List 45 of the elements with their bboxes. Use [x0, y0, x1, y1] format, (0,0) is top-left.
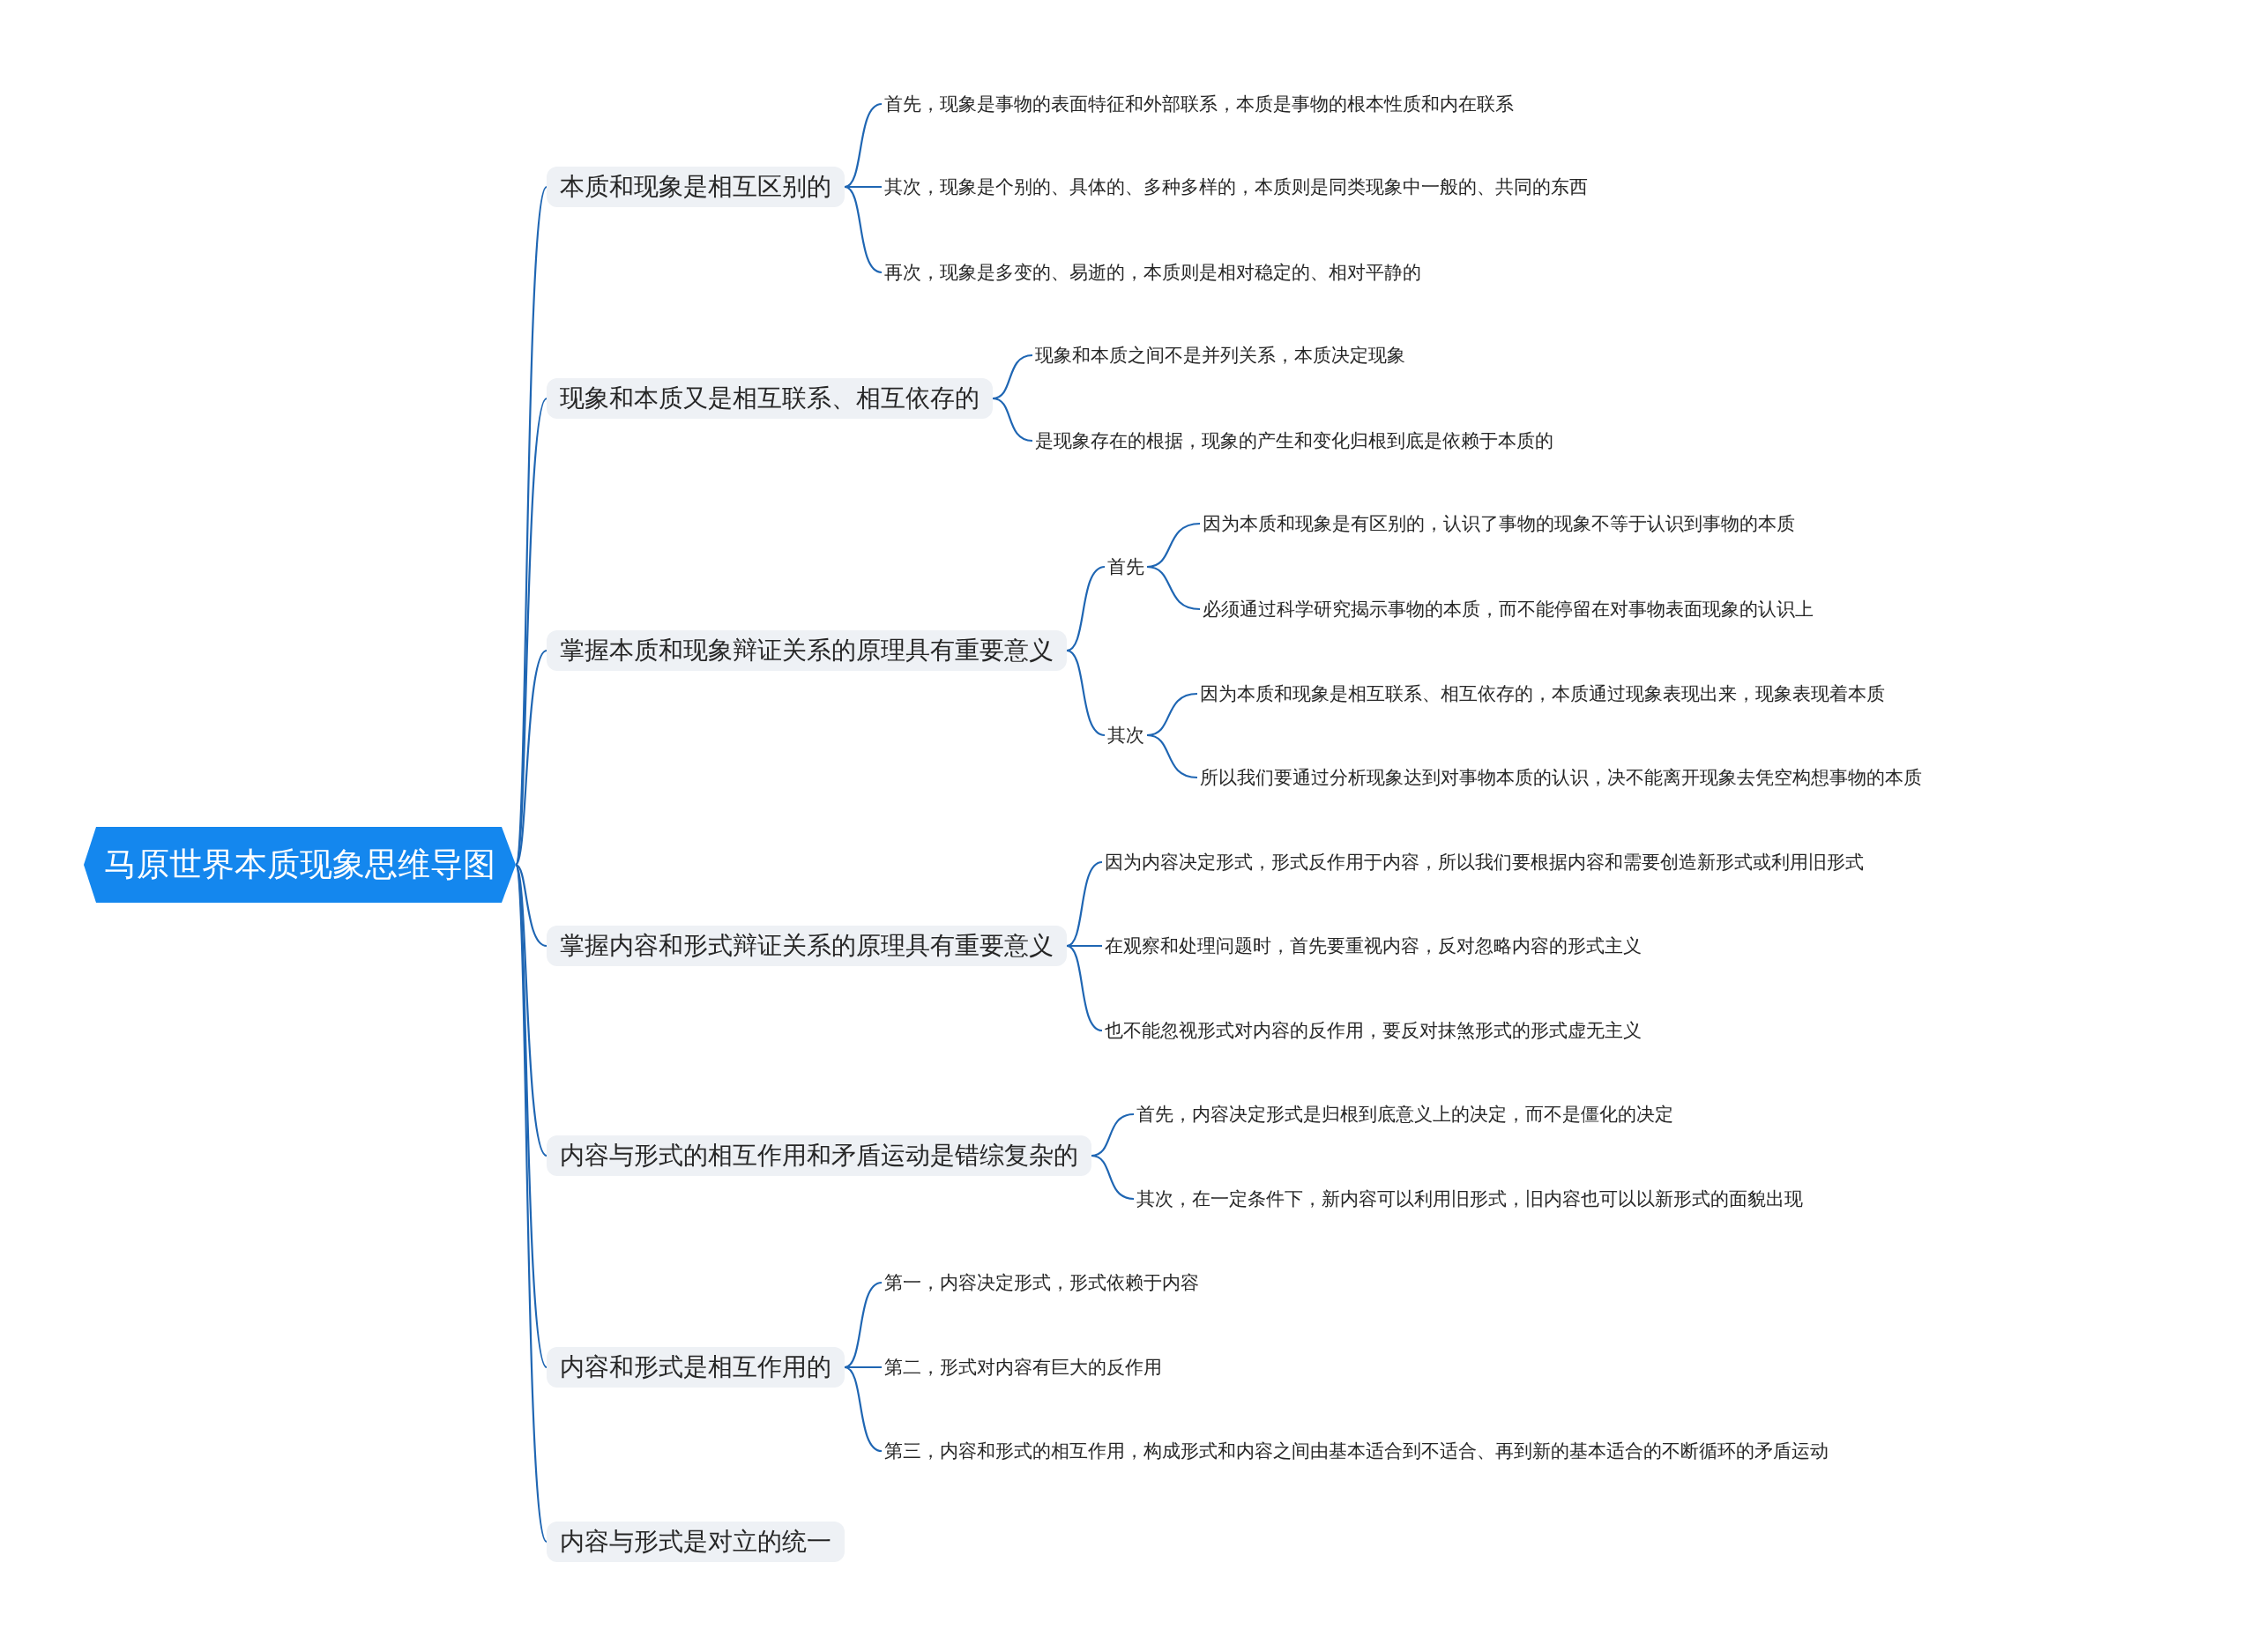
subtopic-text: 因为内容决定形式，形式反作用于内容，所以我们要根据内容和需要创造新形式或利用旧形式	[1102, 848, 1866, 876]
connector-line	[844, 1366, 883, 1453]
connector-line	[844, 185, 883, 274]
subtopic-text: 第二，形式对内容有巨大的反作用	[882, 1353, 1165, 1381]
topic-box: 掌握内容和形式辩证关系的原理具有重要意义	[547, 926, 1067, 966]
connector-line	[514, 398, 547, 866]
subtopic-text: 所以我们要通过分析现象达到对事物本质的认识，决不能离开现象去凭空构想事物的本质	[1197, 763, 1925, 792]
subtopic-text: 首先，现象是事物的表面特征和外部联系，本质是事物的根本性质和内在联系	[882, 90, 1516, 118]
root-topic: 马原世界本质现象思维导图	[84, 827, 516, 903]
connector-line	[844, 102, 883, 189]
subtopic-text: 首先，内容决定形式是归根到底意义上的决定，而不是僵化的决定	[1134, 1100, 1676, 1128]
topic-box: 现象和本质又是相互联系、相互依存的	[547, 378, 993, 419]
connector-line	[1067, 944, 1102, 948]
topic-box: 掌握本质和现象辩证关系的原理具有重要意义	[547, 630, 1067, 671]
subtopic-text: 其次，在一定条件下，新内容可以利用旧形式，旧内容也可以以新形式的面貌出现	[1134, 1185, 1806, 1213]
topic-box: 内容与形式是对立的统一	[547, 1522, 845, 1562]
subtopic-text: 必须通过科学研究揭示事物的本质，而不能停留在对事物表面现象的认识上	[1200, 595, 1816, 623]
connector-line	[844, 1281, 883, 1369]
connector-line	[1066, 649, 1106, 737]
subtopic-text: 第一，内容决定形式，形式依赖于内容	[882, 1269, 1202, 1297]
subtopic-text: 也不能忽视形式对内容的反作用，要反对抹煞形式的形式虚无主义	[1102, 1016, 1644, 1045]
subtopic-text: 在观察和处理问题时，首先要重视内容，反对忽略内容的形式主义	[1102, 932, 1644, 960]
subtopic-text: 因为本质和现象是有区别的，认识了事物的现象不等于认识到事物的本质	[1200, 510, 1798, 538]
connector-line	[515, 864, 547, 1157]
subtopic-text: 因为本质和现象是相互联系、相互依存的，本质通过现象表现出来，现象表现着本质	[1197, 680, 1888, 708]
connector-line	[1066, 860, 1103, 948]
subtopic-text: 现象和本质之间不是并列关系，本质决定现象	[1032, 341, 1408, 369]
connector-line	[514, 864, 548, 1543]
connector-line	[515, 650, 547, 866]
subtopic-text: 是现象存在的根据，现象的产生和变化归根到底是依赖于本质的	[1032, 427, 1556, 455]
connector-line	[1091, 1154, 1135, 1201]
topic-box: 本质和现象是相互区别的	[547, 167, 845, 207]
topic-box: 内容与形式的相互作用和矛盾运动是错综复杂的	[547, 1135, 1091, 1176]
subtopic-text: 再次，现象是多变的、易逝的，本质则是相对稳定的、相对平静的	[882, 258, 1424, 286]
topic-box: 内容和形式是相互作用的	[547, 1347, 845, 1388]
connector-line	[1146, 565, 1201, 611]
connector-line	[515, 864, 547, 948]
subtopic-text: 其次	[1105, 721, 1147, 749]
connector-line	[1066, 944, 1103, 1032]
connector-line	[992, 397, 1033, 443]
subtopic-text: 首先	[1105, 553, 1147, 581]
subtopic-text: 第三，内容和形式的相互作用，构成形式和内容之间由基本适合到不适合、再到新的基本适合的不断循环的矛盾运动	[882, 1437, 1831, 1465]
connector-line	[1146, 733, 1198, 779]
connector-line	[1066, 565, 1106, 652]
subtopic-text: 其次，现象是个别的、具体的、多种多样的，本质则是同类现象中一般的、共同的东西	[882, 173, 1590, 201]
